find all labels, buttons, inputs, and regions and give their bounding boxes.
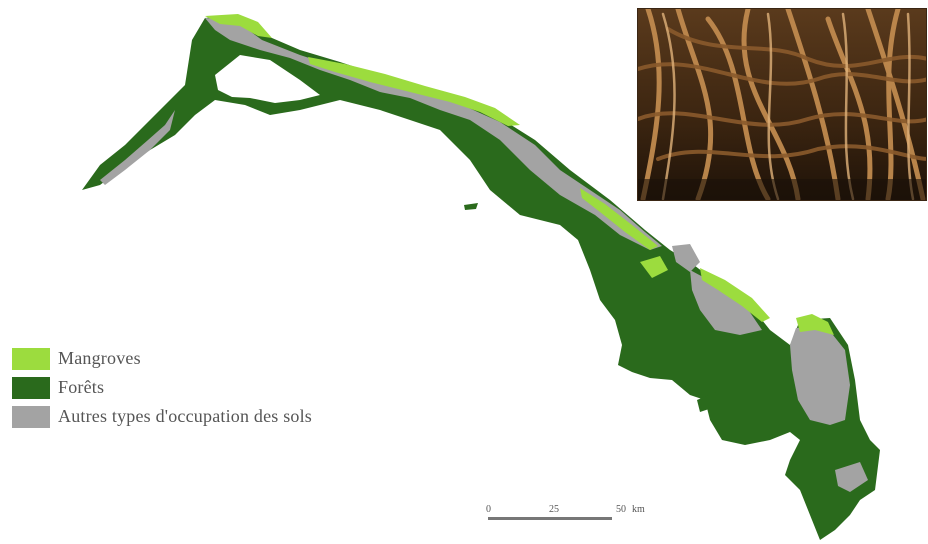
legend-item-mangroves: Mangroves (12, 344, 392, 373)
scale-tick-label: 50 (616, 504, 626, 515)
mangrove-swatch (12, 347, 50, 370)
legend-label: Mangroves (58, 348, 141, 368)
legend-item-other: Autres types d'occupation des sols (12, 402, 392, 431)
scale-tick-label: 0 (486, 504, 491, 515)
other-land-use-region (672, 244, 700, 272)
other-land-use-region (205, 18, 662, 250)
mangrove-region (205, 14, 272, 38)
other-land-use-region (835, 462, 868, 492)
mangrove-region (580, 188, 658, 250)
other-land-use-region (690, 270, 762, 335)
mangrove-region (308, 57, 520, 126)
forest-swatch (12, 376, 50, 399)
lagoon-area (215, 55, 320, 103)
scale-bar: 0 25 50 km (486, 504, 646, 534)
island (697, 392, 716, 412)
other-swatch (12, 405, 50, 428)
map-legend: Mangroves Forêts Autres types d'occupati… (12, 344, 392, 431)
legend-item-forests: Forêts (12, 373, 392, 402)
legend-label: Autres types d'occupation des sols (58, 406, 313, 426)
legend-label: Forêts (58, 377, 105, 397)
scale-tick-label: 25 (549, 504, 559, 515)
mangrove-roots-photo (637, 8, 927, 201)
mangrove-region (796, 314, 834, 335)
other-land-use-region (790, 325, 850, 425)
scale-unit: km (632, 504, 645, 515)
mangrove-region (640, 256, 668, 278)
scale-line (488, 517, 612, 520)
other-land-use-region (100, 110, 175, 185)
mangrove-region (700, 268, 770, 322)
island (464, 203, 478, 210)
